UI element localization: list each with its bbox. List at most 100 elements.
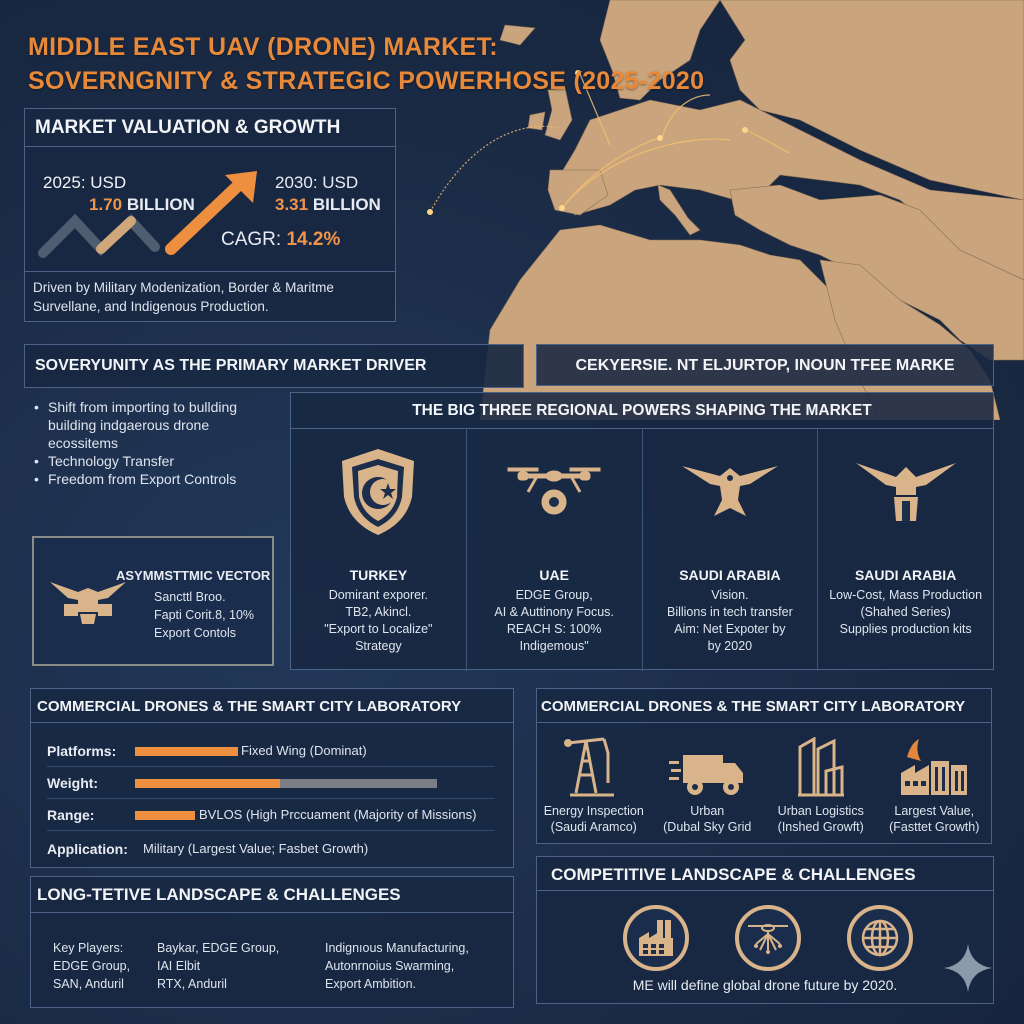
asymmetric-vector-panel: ASYMMSTTMIC VECTOR Sancttl Broo. Fapti C… xyxy=(32,536,274,666)
text-line: IAI Elbit xyxy=(157,959,201,973)
desc-line: Supplies production kits xyxy=(839,622,972,636)
label-line: (Inshed Growft) xyxy=(777,820,864,834)
bar-row-application: Application: Military (Largest Value; Fa… xyxy=(47,835,495,865)
asymmetric-line: Fapti Corit.8, 10% xyxy=(154,608,255,622)
text-line: RTX, Anduril xyxy=(157,977,227,991)
end-value: 3.31 BILLION xyxy=(275,195,381,215)
bar-row-weight: Weight: xyxy=(47,769,495,799)
text-line: Export Ambition. xyxy=(325,977,417,991)
page-title: MIDDLE EAST UAV (DRONE) MARKET: SOVERNGN… xyxy=(28,30,704,98)
sparkle-icon xyxy=(944,944,992,992)
sovereignty-panel: SOVERYUNITY AS THE PRIMARY MARKET DRIVER xyxy=(24,344,524,388)
power-card-saudi-arabia-1: SAUDI ARABIA Vision. Billions in tech tr… xyxy=(643,429,819,671)
city-buildings-icon xyxy=(797,737,844,797)
list-item: Technology Transfer xyxy=(34,452,274,470)
label-line: Urban Logistics xyxy=(777,804,864,818)
desc-line: by 2020 xyxy=(707,639,753,653)
eagle-icon xyxy=(681,466,778,516)
sovereignty-bullets: Shift from importing to bullding buildin… xyxy=(34,398,274,488)
label-line: Urban xyxy=(690,804,725,818)
start-value: 1.70 BILLION xyxy=(89,195,195,215)
key-players-label-col: Key Players: EDGE Group, SAN, Anduril xyxy=(53,939,130,993)
desc-line: Aim: Net Expoter by xyxy=(674,622,786,636)
factory-icon xyxy=(623,905,689,971)
use-case-energy: Energy Inspection (Saudi Aramco) xyxy=(539,733,649,835)
panel-heading: SOVERYUNITY AS THE PRIMARY MARKET DRIVER xyxy=(35,357,427,374)
desc-line: EDGE Group, xyxy=(515,588,593,602)
asymmetric-body: Sancttl Broo. Fapti Corit.8, 10% Export … xyxy=(154,588,254,642)
panel-heading: THE BIG THREE REGIONAL POWERS SHAPING TH… xyxy=(291,393,993,429)
start-value-unit: BILLION xyxy=(126,195,195,214)
desc-line: TB2, Akincl. xyxy=(345,605,412,619)
commercial-drones-bars-panel: COMMERCIAL DRONES & THE SMART CITY LABOR… xyxy=(30,688,514,868)
use-case-urban: Urban (Dubal Sky Grid xyxy=(652,733,762,835)
cagr: CAGR: 14.2% xyxy=(221,229,340,251)
label-line: (Saudi Aramco) xyxy=(550,820,637,834)
drone-gear-icon xyxy=(507,467,601,515)
desc-line: Low-Cost, Mass Production xyxy=(829,588,983,602)
weight-bar xyxy=(135,779,280,788)
asymmetric-heading: ASYMMSTTMIC VECTOR xyxy=(116,568,271,583)
use-case-label: Urban Logistics (Inshed Growft) xyxy=(766,803,876,835)
power-name: SAUDI ARABIA xyxy=(854,567,957,583)
power-card-saudi-arabia-2: SAUDI ARABIA Low-Cost, Mass Production (… xyxy=(818,429,993,671)
panel-heading: CEKYERSIE. NT ELJURTOP, INOUN TFEE MARKE xyxy=(575,357,955,374)
panel-heading: COMMERCIAL DRONES & THE SMART CITY LABOR… xyxy=(31,689,513,723)
competitive-note: ME will define global drone future by 20… xyxy=(632,977,898,993)
label-line: (Dubal Sky Grid xyxy=(663,820,752,834)
bar-label: Range: xyxy=(47,807,95,823)
factory-icon xyxy=(901,739,968,795)
use-case-label: Urban (Dubal Sky Grid xyxy=(652,803,762,835)
cagr-label: CAGR: xyxy=(221,229,282,250)
list-item: Freedom from Export Controls xyxy=(34,470,274,488)
text-line: Autonrnoius Swarming, xyxy=(325,959,455,973)
text-line: EDGE Group, xyxy=(53,959,131,973)
bar-row-platforms: Platforms: Fixed Wing (Dominat) xyxy=(47,737,495,767)
text-line: Indignıous Manufacturing, xyxy=(325,941,469,955)
power-description: Domirant exporer. TB2, Akincl. "Export t… xyxy=(291,587,466,655)
drone-swarm-icon xyxy=(735,905,801,971)
power-card-turkey: TURKEY Domirant exporer. TB2, Akincl. "E… xyxy=(291,429,467,671)
long-term-landscape-panel: LONG-TETIVE LANDSCAPE & CHALLENGES Key P… xyxy=(30,876,514,1008)
text-line: Baykar, EDGE Group, xyxy=(157,941,280,955)
desc-line: Domirant exporer. xyxy=(328,588,429,602)
title-line-2: SOVERNGNITY & STRATEGIC POWERHOSE (2025-… xyxy=(28,67,705,95)
power-card-uae: UAE EDGE Group, AI & Auttinony Focus. RE… xyxy=(467,429,643,671)
bar-text: Fixed Wing (Dominat) xyxy=(241,743,367,758)
big-three-panel: THE BIG THREE REGIONAL POWERS SHAPING TH… xyxy=(290,392,994,671)
desc-line: AI & Auttinony Focus. xyxy=(494,605,614,619)
label-line: (Fasttet Growth) xyxy=(889,820,980,834)
power-description: EDGE Group, AI & Auttinony Focus. REACH … xyxy=(467,587,642,655)
use-case-urban-logistics: Urban Logistics (Inshed Growft) xyxy=(766,733,876,835)
label-line: Largest Value, xyxy=(894,804,975,818)
text-line: SAN, Anduril xyxy=(53,977,124,991)
panel-heading: LONG-TETIVE LANDSCAPE & CHALLENGES xyxy=(31,877,513,913)
challenges-col: Indignıous Manufacturing, Autonrnoius Sw… xyxy=(325,939,469,993)
power-description: Low-Cost, Mass Production (Shahed Series… xyxy=(818,587,993,638)
shield-crescent-icon xyxy=(342,449,415,535)
cagr-value: 14.2% xyxy=(286,229,341,250)
asymmetric-line: Sancttl Broo. xyxy=(154,590,226,604)
text-line: Key Players: xyxy=(53,941,124,955)
desc-line: REACH S: 100% xyxy=(506,622,602,636)
weight-track xyxy=(135,779,437,788)
commercial-drones-icons-panel: COMMERCIAL DRONES & THE SMART CITY LABOR… xyxy=(536,688,992,844)
desc-line: Strategy xyxy=(355,639,402,653)
bar-label: Weight: xyxy=(47,775,99,791)
power-description: Vision. Billions in tech transfer Aim: N… xyxy=(643,587,818,655)
panel-heading: MARKET VALUATION & GROWTH xyxy=(25,109,395,147)
desc-line: Vision. xyxy=(711,588,749,602)
title-line-1: MIDDLE EAST UAV (DRONE) MARKET: xyxy=(28,33,498,61)
asymmetric-line: Export Contols xyxy=(154,626,236,640)
end-year-label: 2030: USD xyxy=(275,173,359,192)
panel-heading: COMPETITIVE LANDSCAPE & CHALLENGES xyxy=(537,857,993,891)
market-valuation-panel: MARKET VALUATION & GROWTH 2025: USD 1.70… xyxy=(24,108,396,322)
oil-pump-icon xyxy=(563,737,614,797)
bar-row-range: Range: BVLOS (High Prccuament (Majority … xyxy=(47,801,495,831)
growth-arrow-icon xyxy=(38,171,257,258)
garbled-heading-panel: CEKYERSIE. NT ELJURTOP, INOUN TFEE MARKE xyxy=(536,344,994,386)
delivery-truck-icon xyxy=(669,755,744,795)
label-line: Energy Inspection xyxy=(543,804,644,818)
globe-icon xyxy=(847,905,913,971)
desc-line: Indigemous" xyxy=(519,639,589,653)
